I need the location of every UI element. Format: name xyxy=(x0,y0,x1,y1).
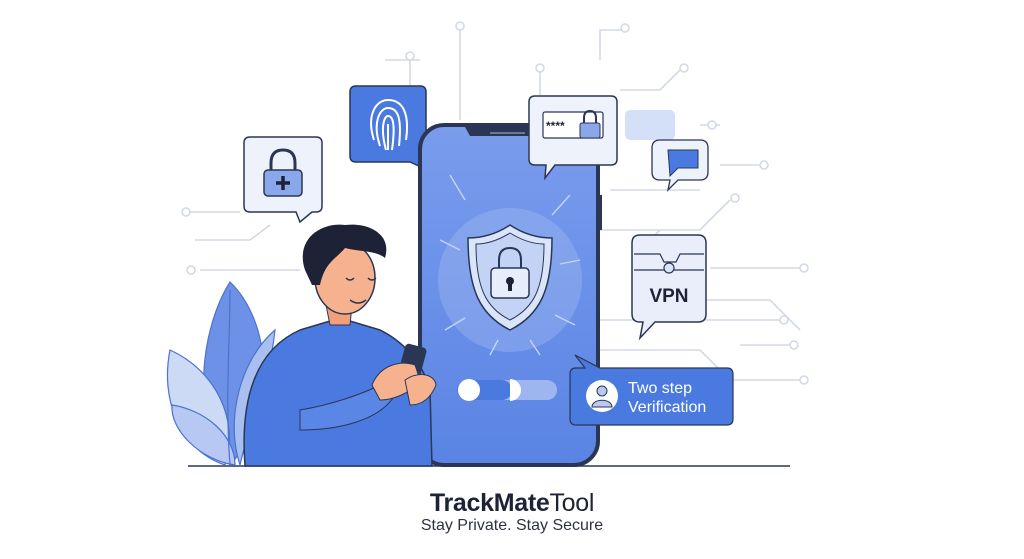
brand-name-light: Tool xyxy=(549,489,595,517)
brand-tagline: Stay Private. Stay Secure xyxy=(420,517,604,534)
shield-lock-icon xyxy=(467,224,553,331)
toggle-icon[interactable] xyxy=(457,379,557,401)
chat-bubble-icon xyxy=(625,110,709,192)
password-bubble: **** xyxy=(528,95,618,181)
svg-text:****: **** xyxy=(546,119,565,133)
fingerprint-icon xyxy=(370,98,408,151)
two-step-verification-card[interactable]: Two step Verification xyxy=(569,354,734,426)
user-icon xyxy=(586,380,618,412)
lock-plus-icon xyxy=(263,148,303,197)
two-step-line1: Two step xyxy=(628,380,692,397)
person xyxy=(243,224,437,467)
lock-plus-bubble xyxy=(243,136,323,224)
vpn-label: VPN xyxy=(649,286,688,307)
vpn-bubble: VPN xyxy=(631,234,707,341)
password-lock-icon: **** xyxy=(546,109,601,139)
smartphone xyxy=(418,123,602,467)
brand-name-bold: TrackMate xyxy=(429,489,550,517)
vpn-icon xyxy=(634,253,704,274)
two-step-line2: Verification xyxy=(628,399,706,416)
brand-logo: TrackMateTool xyxy=(0,489,1024,518)
